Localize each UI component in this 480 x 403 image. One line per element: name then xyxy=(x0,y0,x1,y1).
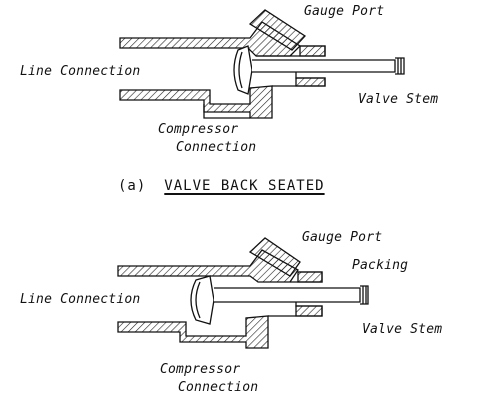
bottom-compressor-label-line2: Connection xyxy=(178,380,259,395)
valve-back-seated-diagram xyxy=(119,9,405,119)
top-body-lower-wall xyxy=(119,85,273,119)
top-compressor-label-line2: Connection xyxy=(176,140,257,155)
top-gauge-port-cap xyxy=(248,9,307,51)
top-gauge-port-label: Gauge Port xyxy=(304,4,385,19)
top-compressor-label-line1: Compressor xyxy=(158,122,239,137)
bottom-line-connection-label: Line Connection xyxy=(20,292,141,307)
valve-front-seated-diagram xyxy=(117,237,369,349)
bottom-gauge-port-cap xyxy=(248,237,301,277)
top-gland-hatch xyxy=(295,45,326,87)
top-valve-stem-label: Valve Stem xyxy=(358,92,439,107)
bottom-packing-label: Packing xyxy=(352,258,409,273)
bottom-valve-stem-label: Valve Stem xyxy=(362,322,443,337)
top-line-connection-label: Line Connection xyxy=(20,64,141,79)
top-valve-disc xyxy=(233,45,253,95)
caption-title: VALVE BACK SEATED xyxy=(164,178,325,194)
bottom-body-lower-wall xyxy=(117,315,269,349)
bottom-valve-stem xyxy=(214,287,361,303)
bottom-valve-disc xyxy=(190,275,215,325)
bottom-compressor-label-line1: Compressor xyxy=(160,362,241,377)
caption-letter: (a) xyxy=(118,178,147,194)
figure-caption: (a) VALVE BACK SEATED xyxy=(118,178,325,194)
bottom-gauge-port-label: Gauge Port xyxy=(302,230,383,245)
top-valve-stem xyxy=(252,59,396,73)
top-compressor-tube xyxy=(203,104,250,119)
